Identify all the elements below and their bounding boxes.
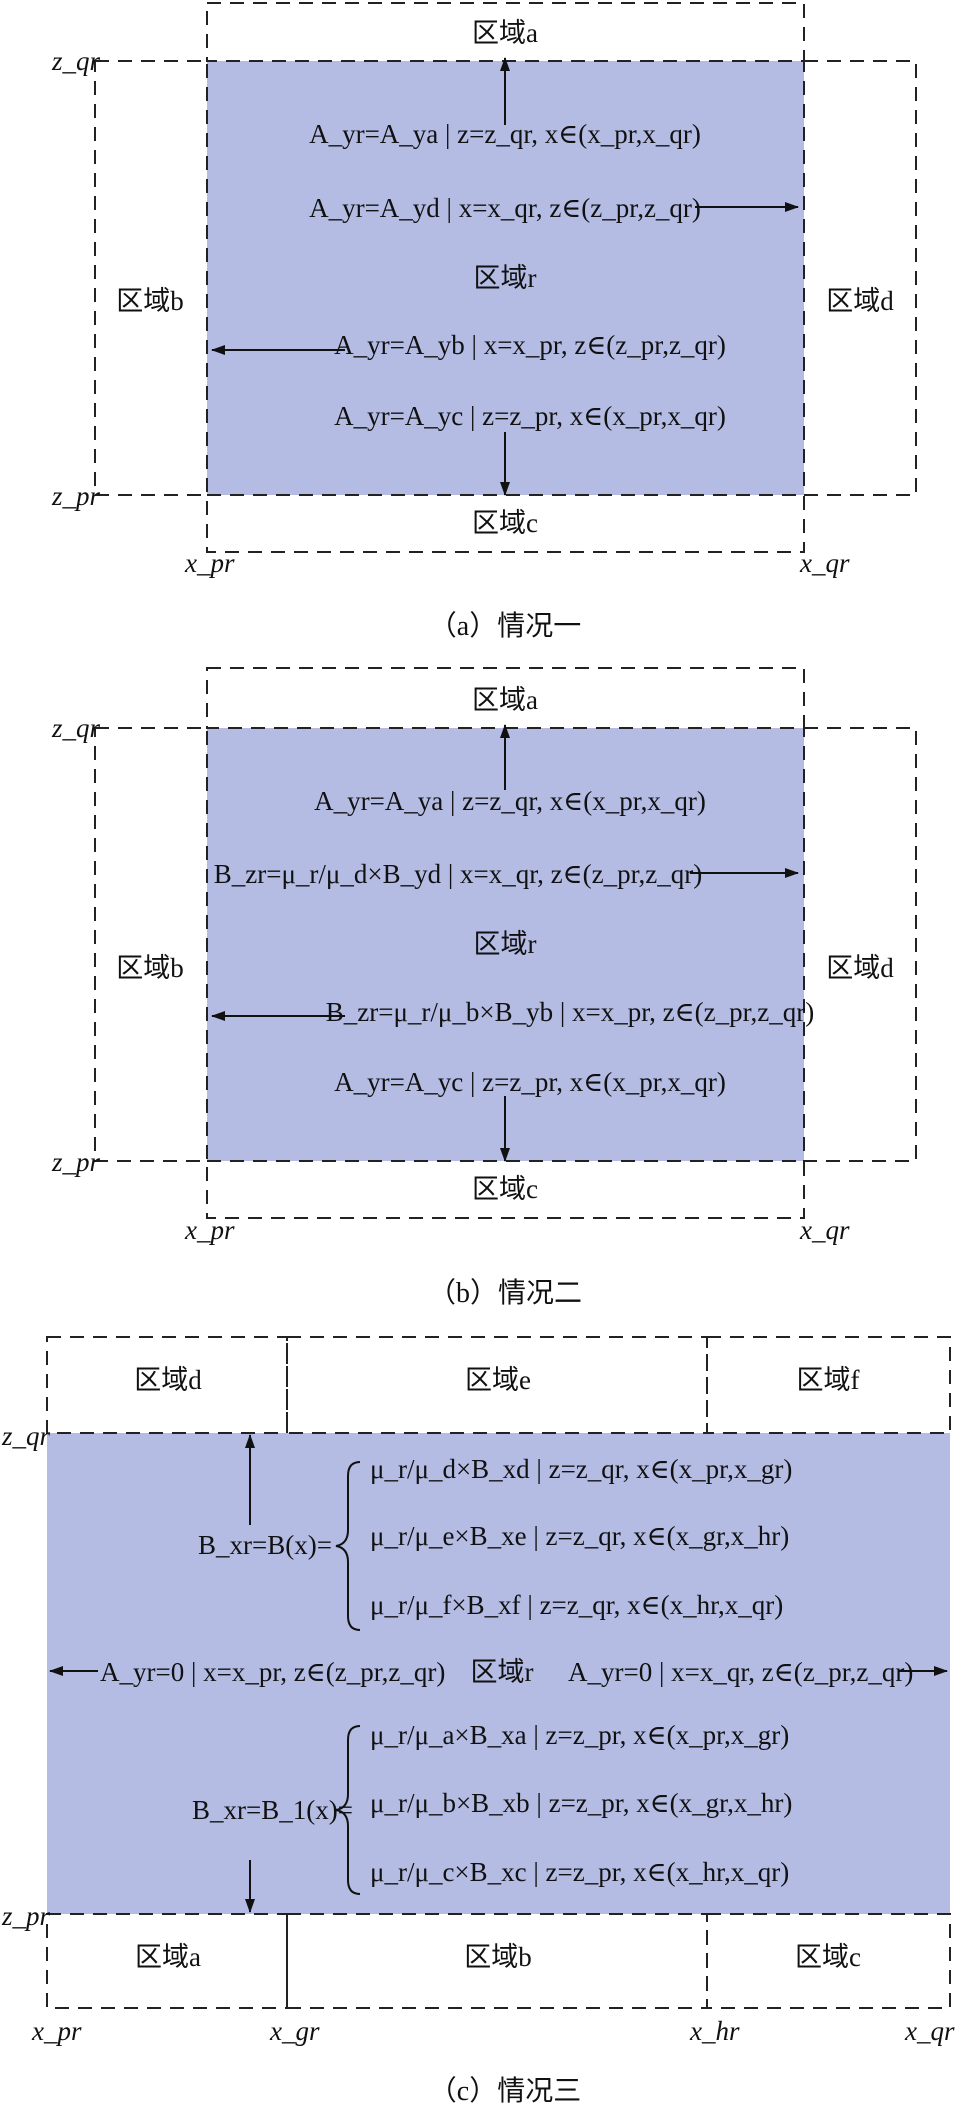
axis-xp: x_pr bbox=[184, 548, 235, 578]
bottom-brace bbox=[335, 1725, 361, 1895]
axis-xh: x_hr bbox=[689, 2016, 740, 2046]
region-c-label: 区域c bbox=[472, 508, 538, 538]
eq-bottom: A_yr=A_yc | z=z_pr, x∈(x_pr,x_qr) bbox=[334, 401, 726, 431]
eq-left: B_zr=μ_r/μ_b×B_yb | x=x_pr, z∈(z_pr,z_qr… bbox=[326, 997, 815, 1027]
region-a-label: 区域a bbox=[135, 1942, 201, 1972]
axis-zp: z_pr bbox=[51, 1147, 101, 1177]
region-b-box bbox=[94, 727, 208, 1162]
axis-zq: z_qr bbox=[51, 46, 101, 76]
axis-xq: x_qr bbox=[904, 2016, 955, 2046]
region-c-box bbox=[206, 1160, 805, 1219]
axis-zp: z_pr bbox=[1, 1901, 51, 1931]
region-b-label: 区域b bbox=[116, 953, 184, 983]
eq-top: A_yr=A_ya | z=z_qr, x∈(x_pr,x_qr) bbox=[314, 786, 706, 816]
region-r-fill bbox=[47, 1433, 950, 1914]
region-r-fill bbox=[207, 61, 804, 495]
region-c-box bbox=[706, 1913, 951, 2009]
eq-top: A_yr=A_ya | z=z_qr, x∈(x_pr,x_qr) bbox=[309, 119, 701, 149]
region-a-label: 区域a bbox=[472, 685, 538, 715]
right-eq: A_yr=0 | x=x_qr, z∈(z_pr,z_qr) bbox=[568, 1657, 913, 1687]
region-r-fill bbox=[207, 728, 804, 1161]
region-r-label: 区域r bbox=[471, 1657, 534, 1687]
axis-zq: z_qr bbox=[1, 1421, 51, 1451]
top-lhs: B_xr=B(x)= bbox=[198, 1530, 332, 1560]
region-c-label: 区域c bbox=[795, 1942, 861, 1972]
eq-right: B_zr=μ_r/μ_d×B_yd | x=x_qr, z∈(z_pr,z_qr… bbox=[214, 859, 703, 889]
region-d-box bbox=[46, 1336, 288, 1434]
top-case-1: μ_r/μ_d×B_xd | z=z_qr, x∈(x_pr,x_gr) bbox=[370, 1454, 792, 1484]
top-brace bbox=[335, 1461, 361, 1631]
caption-c: （c）情况三 bbox=[429, 2075, 581, 2107]
bottom-case-3: μ_r/μ_c×B_xc | z=z_pr, x∈(x_hr,x_qr) bbox=[370, 1857, 789, 1887]
region-f-label: 区域f bbox=[797, 1365, 860, 1395]
region-r-label: 区域r bbox=[474, 263, 537, 293]
region-c-label: 区域c bbox=[472, 1174, 538, 1204]
eq-bottom: A_yr=A_yc | z=z_pr, x∈(x_pr,x_qr) bbox=[334, 1067, 726, 1097]
region-b-box bbox=[94, 60, 208, 496]
region-d-label: 区域d bbox=[134, 1365, 202, 1395]
region-d-box bbox=[803, 727, 917, 1162]
axis-xq: x_qr bbox=[799, 548, 850, 578]
region-b-label: 区域b bbox=[116, 286, 184, 316]
left-eq: A_yr=0 | x=x_pr, z∈(z_pr,z_qr) bbox=[100, 1657, 445, 1687]
top-case-2: μ_r/μ_e×B_xe | z=z_qr, x∈(x_gr,x_hr) bbox=[370, 1521, 789, 1551]
region-f-box bbox=[706, 1336, 951, 1434]
caption-b: （b）情况二 bbox=[428, 1277, 582, 1309]
eq-left: A_yr=A_yb | x=x_pr, z∈(z_pr,z_qr) bbox=[334, 330, 726, 360]
axis-xp: x_pr bbox=[184, 1215, 235, 1245]
bottom-lhs: B_xr=B_1(x)= bbox=[192, 1795, 353, 1825]
eq-right: A_yr=A_yd | x=x_qr, z∈(z_pr,z_qr) bbox=[309, 193, 701, 223]
top-case-3: μ_r/μ_f×B_xf | z=z_qr, x∈(x_hr,x_qr) bbox=[370, 1590, 783, 1620]
axis-xg: x_gr bbox=[269, 2016, 320, 2046]
region-r-label: 区域r bbox=[474, 929, 537, 959]
region-a-label: 区域a bbox=[472, 18, 538, 48]
region-d-box bbox=[803, 60, 917, 496]
panel-b: 区域a 区域b 区域d 区域c 区域r A_yr=A_ya | z=z_qr, … bbox=[51, 667, 917, 1309]
region-e-label: 区域e bbox=[465, 1365, 531, 1395]
axis-xq: x_qr bbox=[799, 1215, 850, 1245]
region-a-box bbox=[46, 1913, 288, 2009]
axis-zq: z_qr bbox=[51, 713, 101, 743]
panel-c: 区域d 区域e 区域f 区域a 区域b 区域c 区域r B_xr=B(x)= μ… bbox=[1, 1336, 955, 2107]
bottom-case-2: μ_r/μ_b×B_xb | z=z_pr, x∈(x_gr,x_hr) bbox=[370, 1788, 792, 1818]
axis-xp: x_pr bbox=[31, 2016, 82, 2046]
region-b-label: 区域b bbox=[464, 1942, 532, 1972]
region-c-box bbox=[206, 494, 805, 553]
panel-a: 区域a 区域b 区域d 区域c 区域r A_yr=A_ya | z=z_qr, … bbox=[51, 2, 917, 642]
caption-a: （a）情况一 bbox=[429, 610, 581, 642]
axis-zp: z_pr bbox=[51, 481, 101, 511]
region-d-label: 区域d bbox=[826, 286, 894, 316]
region-d-label: 区域d bbox=[826, 953, 894, 983]
bottom-case-1: μ_r/μ_a×B_xa | z=z_pr, x∈(x_pr,x_gr) bbox=[370, 1720, 789, 1750]
